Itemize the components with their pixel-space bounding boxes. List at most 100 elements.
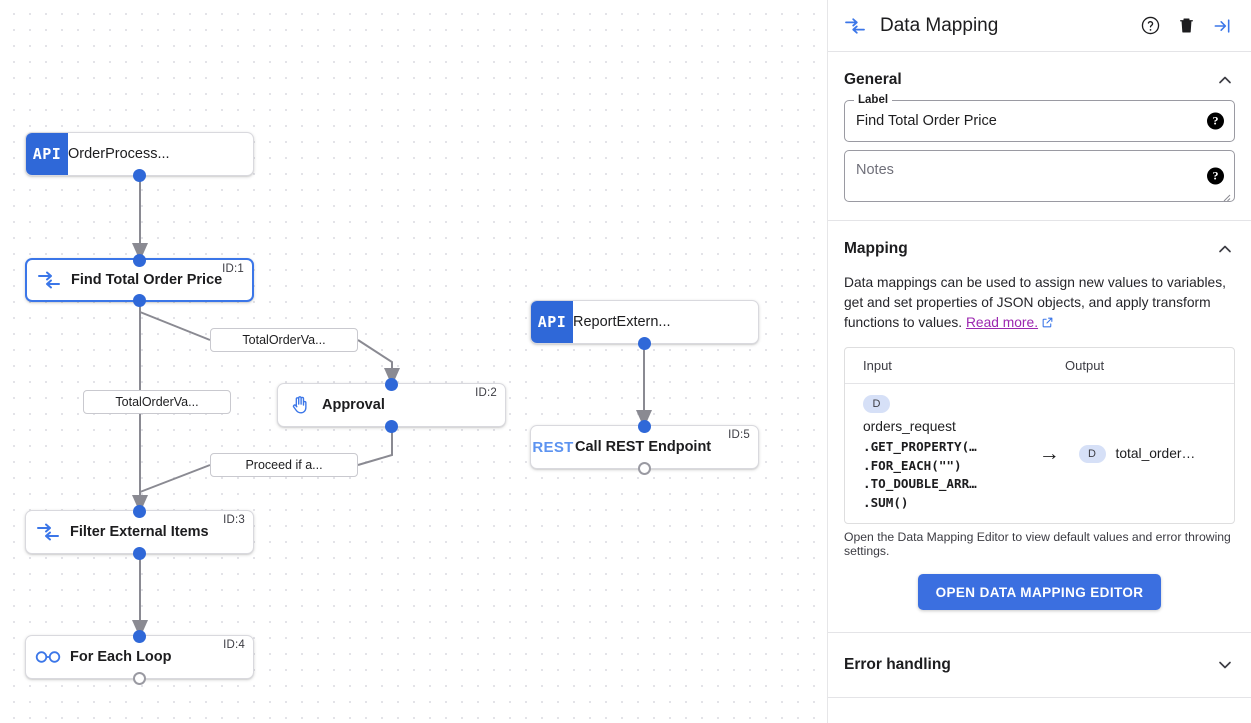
input-variable: orders_request: [863, 419, 956, 434]
panel-header: Data Mapping: [828, 0, 1251, 52]
chevron-up-icon[interactable]: [1215, 70, 1235, 90]
help-circle-icon[interactable]: [1135, 11, 1165, 41]
chevron-up-icon[interactable]: [1215, 239, 1235, 259]
properties-panel: Data Mapping General L: [828, 0, 1251, 723]
node-port-bottom[interactable]: [133, 671, 146, 685]
mapping-output-cell: D total_order…: [1075, 444, 1235, 463]
edge-label-text: TotalOrderVa...: [115, 395, 199, 409]
node-port-top[interactable]: [133, 504, 146, 518]
node-label: Find Total Order Price: [71, 272, 223, 288]
input-type-badge: D: [863, 395, 890, 413]
input-expression: orders_request .GET_PROPERTY(… .FOR_EACH…: [863, 417, 1024, 513]
node-label: ReportExtern...: [573, 314, 671, 330]
node-port-bottom[interactable]: [133, 546, 146, 560]
notes-placeholder: Notes: [856, 162, 894, 178]
node-id: ID:3: [223, 514, 245, 526]
node-port-top[interactable]: [638, 419, 651, 433]
input-chain-line: .TO_DOUBLE_ARR…: [863, 476, 977, 492]
api-badge-icon: API: [26, 133, 68, 175]
edge-label-text: Proceed if a...: [245, 458, 323, 472]
edge-label[interactable]: Proceed if a...: [210, 453, 358, 477]
label-field-legend: Label: [854, 94, 893, 106]
edge-label[interactable]: TotalOrderVa...: [210, 328, 358, 352]
section-error-handling-header[interactable]: Error handling: [844, 633, 1235, 697]
help-icon[interactable]: ?: [1207, 167, 1224, 185]
mapping-input-cell: D orders_request .GET_PROPERTY(… .FOR_EA…: [845, 384, 1024, 523]
open-data-mapping-editor-button[interactable]: OPEN DATA MAPPING EDITOR: [917, 574, 1162, 611]
chevron-down-icon[interactable]: [1215, 655, 1235, 675]
node-order-process[interactable]: API OrderProcess...: [25, 132, 254, 182]
section-title: General: [844, 71, 902, 88]
node-label: For Each Loop: [70, 649, 172, 665]
section-general: General Label Find Total Order Price ? N…: [828, 52, 1251, 202]
edge-label[interactable]: TotalOrderVa...: [83, 390, 231, 414]
input-chain-line: .GET_PROPERTY(…: [863, 438, 977, 454]
external-link-icon[interactable]: [1041, 315, 1054, 335]
divider: [828, 632, 1251, 634]
node-port-bottom[interactable]: [133, 293, 146, 307]
data-mapping-icon: [26, 522, 70, 542]
data-mapping-icon: [844, 17, 866, 35]
mapping-arrow-icon: →: [1038, 441, 1060, 465]
mapping-hint: Open the Data Mapping Editor to view def…: [844, 530, 1231, 559]
mapping-table: Input Output D orders_request .GET_PROPE…: [844, 347, 1235, 525]
notes-field[interactable]: Notes ?: [844, 150, 1235, 202]
mapping-description: Data mappings can be used to assign new …: [844, 269, 1235, 347]
node-filter-external-items[interactable]: Filter External Items ID:3: [25, 504, 254, 560]
node-call-rest-endpoint[interactable]: REST Call REST Endpoint ID:5: [530, 419, 759, 475]
output-type-badge: D: [1078, 444, 1106, 463]
node-id: ID:5: [728, 429, 750, 441]
label-field-value: Find Total Order Price: [856, 113, 997, 129]
rest-endpoint-icon: REST: [532, 438, 574, 456]
collapse-panel-icon[interactable]: [1207, 11, 1237, 41]
help-icon[interactable]: ?: [1207, 112, 1224, 130]
mapping-table-header: Input Output: [845, 348, 1234, 384]
node-report-external[interactable]: API ReportExtern...: [530, 300, 759, 350]
resize-handle[interactable]: [1221, 189, 1231, 202]
section-error-handling: Error handling: [828, 633, 1251, 697]
node-label: Filter External Items: [70, 524, 209, 540]
node-port-top[interactable]: [385, 377, 398, 391]
label-field[interactable]: Label Find Total Order Price ?: [844, 94, 1235, 142]
node-port-bottom[interactable]: [385, 419, 398, 433]
trash-icon[interactable]: [1171, 11, 1201, 41]
node-port-top[interactable]: [133, 629, 146, 643]
column-header-output: Output: [1065, 358, 1105, 373]
node-id: ID:1: [222, 263, 244, 275]
panel-body: General Label Find Total Order Price ? N…: [828, 52, 1251, 723]
node-label: Approval: [322, 397, 385, 413]
node-port-bottom[interactable]: [638, 336, 651, 350]
api-badge-icon: API: [531, 301, 573, 343]
node-port-top[interactable]: [133, 253, 146, 267]
node-approval[interactable]: Approval ID:2: [277, 377, 506, 433]
read-more-link[interactable]: Read more.: [965, 315, 1039, 330]
divider: [828, 697, 1251, 699]
input-chain-line: .FOR_EACH(""): [863, 457, 962, 473]
node-id: ID:4: [223, 639, 245, 651]
workflow-canvas[interactable]: API OrderProcess... Find Total Order Pri…: [0, 0, 828, 723]
mapping-description-text: Data mappings can be used to assign new …: [844, 275, 1226, 330]
section-general-header[interactable]: General: [844, 52, 1235, 100]
node-find-total-order-price[interactable]: Find Total Order Price ID:1: [25, 253, 254, 307]
section-title: Mapping: [844, 240, 908, 257]
input-chain-line: .SUM(): [863, 495, 909, 511]
edge-layer: [132, 176, 652, 638]
node-port-bottom[interactable]: [133, 168, 146, 182]
loop-infinity-icon: [26, 649, 70, 665]
column-header-input: Input: [863, 358, 892, 373]
data-mapping-icon: [27, 270, 71, 290]
section-mapping: Mapping Data mappings can be used to ass…: [828, 221, 1251, 611]
output-variable: total_order…: [1115, 446, 1196, 462]
node-id: ID:2: [475, 387, 497, 399]
panel-title: Data Mapping: [880, 14, 999, 36]
edge-label-text: TotalOrderVa...: [242, 333, 326, 347]
hand-approval-icon: [278, 394, 322, 416]
divider: [828, 220, 1251, 221]
section-title: Error handling: [844, 656, 951, 674]
node-port-bottom[interactable]: [638, 461, 651, 475]
node-for-each-loop[interactable]: For Each Loop ID:4: [25, 629, 254, 685]
section-mapping-header[interactable]: Mapping: [844, 221, 1235, 269]
node-label: Call REST Endpoint: [575, 439, 712, 455]
mapping-row[interactable]: D orders_request .GET_PROPERTY(… .FOR_EA…: [845, 384, 1234, 523]
node-label: OrderProcess...: [68, 146, 170, 162]
